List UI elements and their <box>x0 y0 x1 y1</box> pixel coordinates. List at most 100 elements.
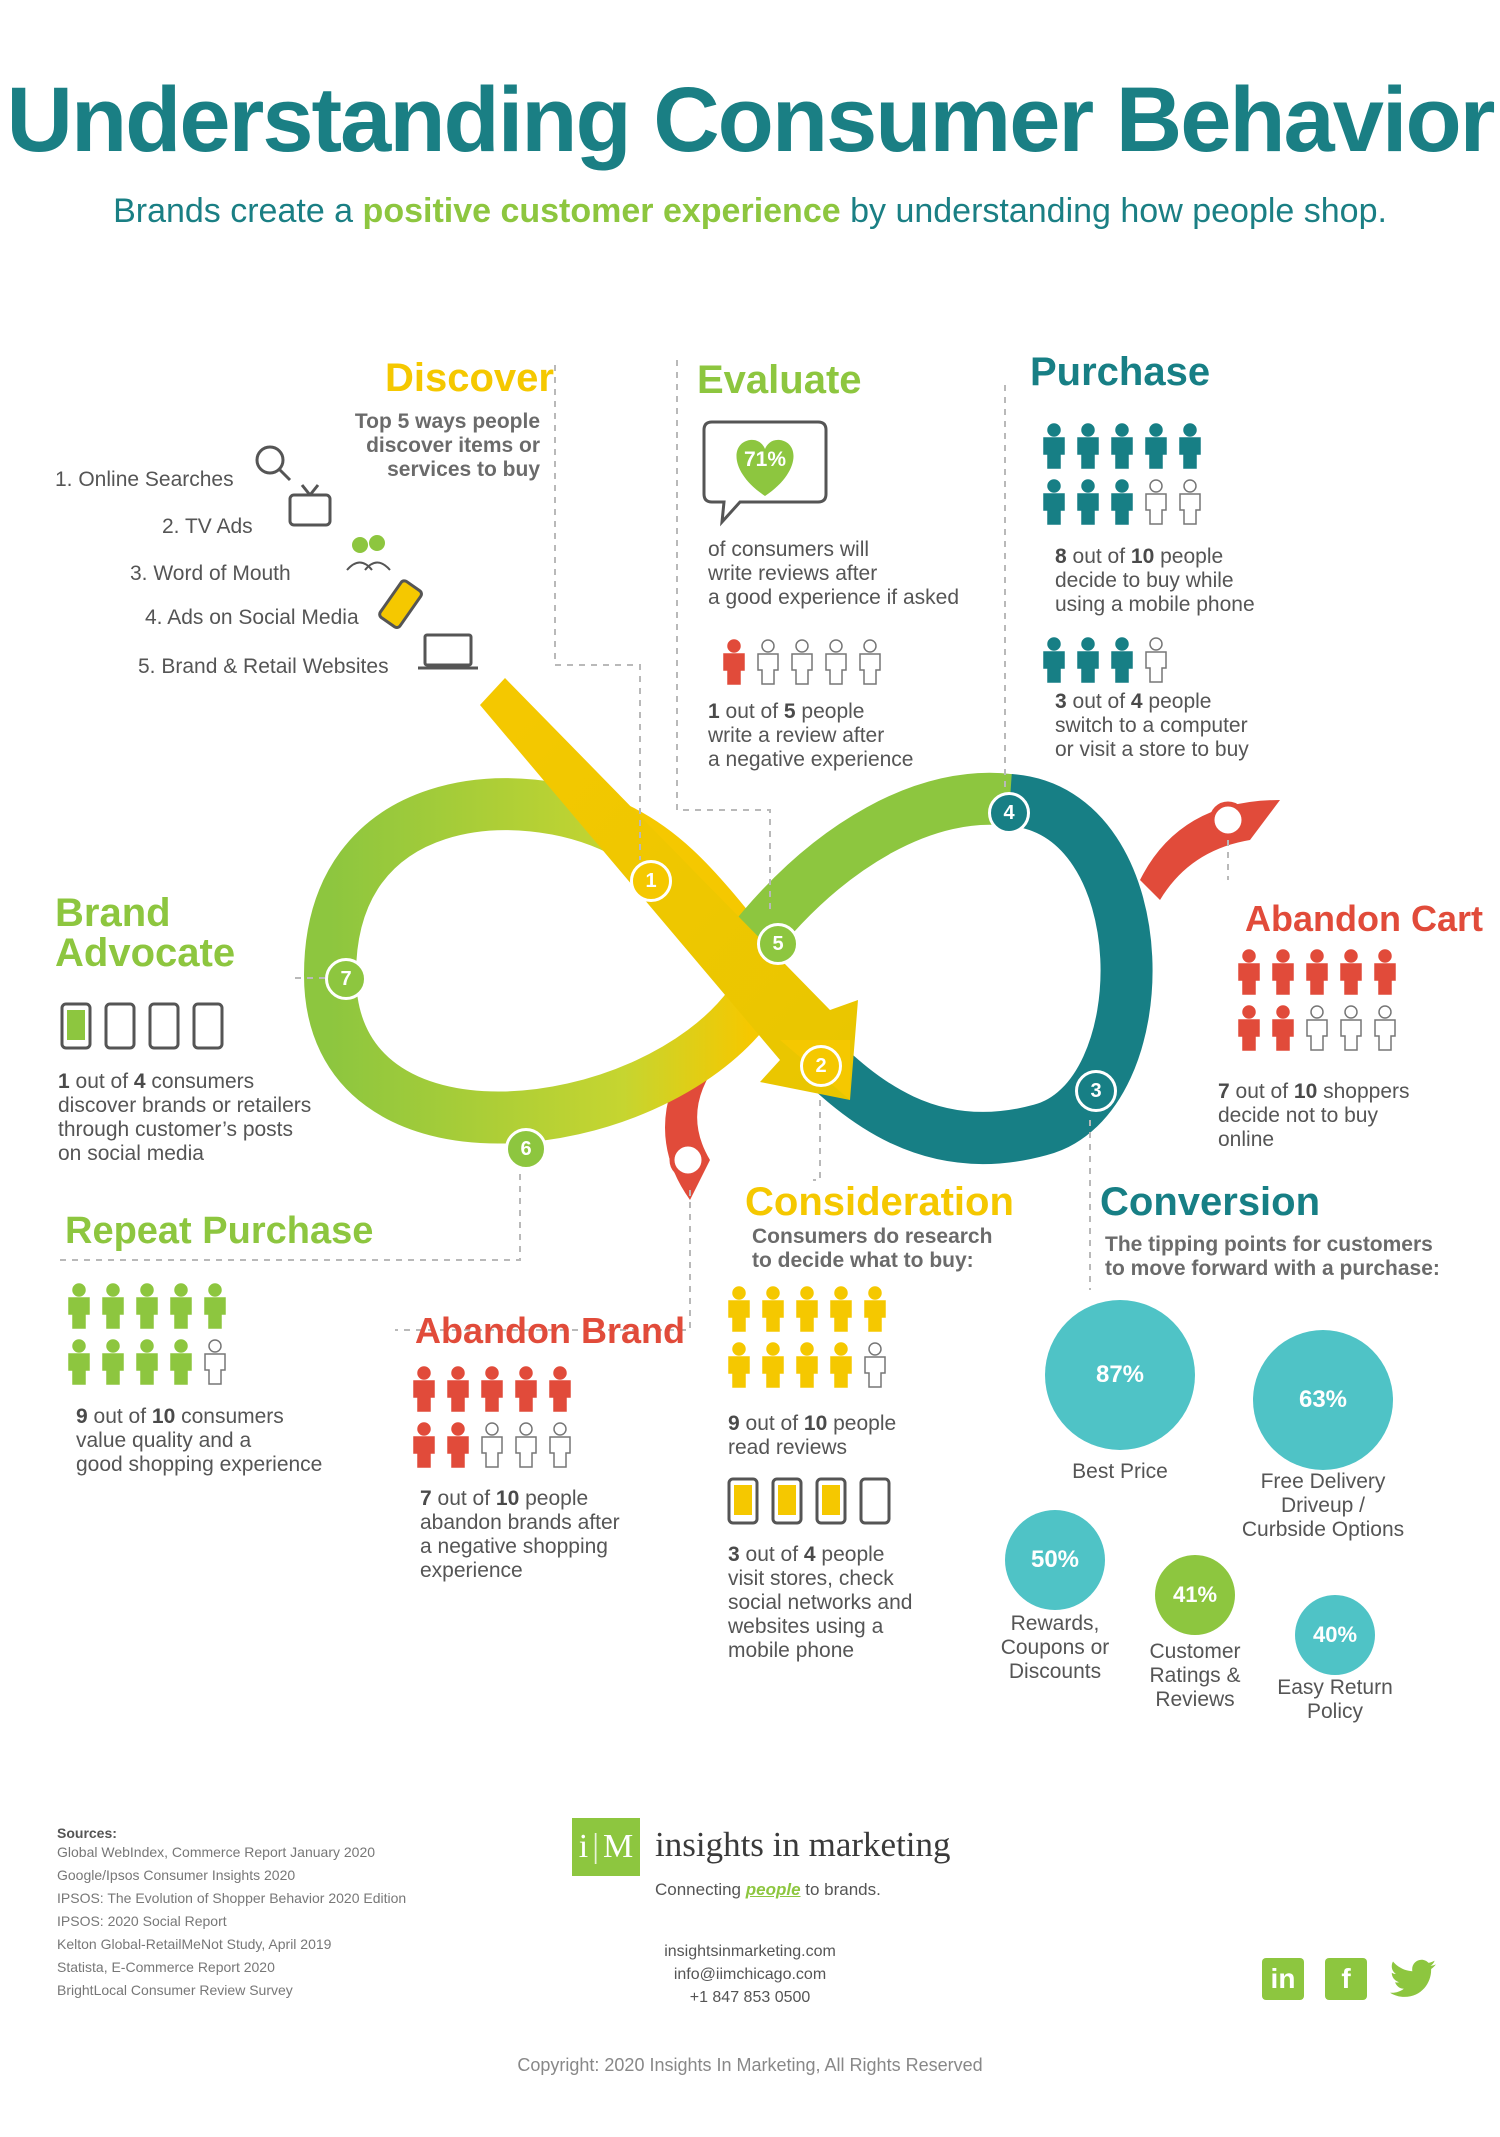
evaluate-stat2-line3: a negative experience <box>708 748 914 771</box>
purchase-heading: Purchase <box>1030 350 1211 394</box>
twitter-icon[interactable] <box>1388 1958 1438 2002</box>
loop-left <box>303 778 771 1144</box>
person-icon-filled <box>549 1366 571 1412</box>
free-delivery-line1: Free Delivery <box>1260 1470 1386 1493</box>
brand-advocate-end: consumers <box>145 1070 255 1093</box>
website-link[interactable]: insightsinmarketing.com <box>664 1943 836 1960</box>
brand-advocate-phones <box>60 1002 224 1050</box>
person-icon-outline <box>549 1422 571 1468</box>
person-icon-filled <box>447 1422 469 1468</box>
person-icon-filled <box>68 1339 90 1385</box>
subtitle-text-end: by understanding how people shop. <box>840 192 1387 230</box>
purchase-stat2-end: people <box>1142 690 1212 713</box>
evaluate-heading: Evaluate <box>697 358 862 402</box>
consideration-stat2-line5: mobile phone <box>728 1639 855 1662</box>
purchase-stat2-line3: or visit a store to buy <box>1055 738 1249 761</box>
consideration-stat2-total: 4 <box>803 1543 816 1566</box>
source-item: BrightLocal Consumer Review Survey <box>57 1982 293 1998</box>
consideration-stat2-line2: visit stores, check <box>728 1567 894 1590</box>
abandon-cart-people-grid <box>1238 949 1396 1051</box>
person-icon-filled <box>1272 949 1294 995</box>
consideration-subheading: Consumers do research to decide what to … <box>752 1225 992 1273</box>
evaluate-stat1-line2: write reviews after <box>708 562 878 585</box>
person-icon-filled <box>1374 949 1396 995</box>
ratings-line3: Reviews <box>1155 1688 1235 1711</box>
purchase-stat1-num: 8 <box>1055 545 1067 568</box>
purchase-stat1: 8 out of 10 people decide to buy while u… <box>1055 545 1255 617</box>
repeat-purchase-end: consumers <box>175 1405 284 1428</box>
person-icon-filled <box>481 1366 503 1412</box>
discover-item-3: 3. Word of Mouth <box>130 562 291 585</box>
brand-advocate-line2: discover brands or retailers <box>58 1094 312 1117</box>
phone-icon-filled <box>727 1477 759 1525</box>
company-tagline: Connecting people to brands. <box>655 1880 881 1900</box>
linkedin-icon[interactable]: in <box>1262 1958 1304 2000</box>
person-icon-filled <box>1077 479 1099 525</box>
consideration-stat2-end: people <box>815 1543 885 1566</box>
heart-icon <box>736 439 794 496</box>
person-icon-outline <box>1179 479 1201 525</box>
source-item: Global WebIndex, Commerce Report January… <box>57 1844 376 1860</box>
consideration-stat2-num: 3 <box>728 1543 740 1566</box>
abandon-cart-line2: decide not to buy <box>1218 1104 1378 1127</box>
repeat-purchase-mid: out of <box>87 1405 152 1428</box>
purchase-stat2-mid: out of <box>1066 690 1131 713</box>
consideration-stat1-total: 10 <box>803 1412 828 1435</box>
person-icon-filled <box>1306 949 1328 995</box>
page-subtitle: Brands create a positive customer experi… <box>0 192 1500 231</box>
conversion-circle-rewards: 50% <box>1005 1510 1105 1610</box>
free-delivery-line2: Driveup / <box>1280 1494 1366 1517</box>
person-icon-outline <box>1145 637 1167 683</box>
person-icon-filled <box>796 1286 818 1332</box>
tagline-highlight: people <box>745 1880 801 1899</box>
purchase-stat2-line2: switch to a computer <box>1055 714 1248 737</box>
person-icon-filled <box>102 1283 124 1329</box>
page-title: Understanding Consumer Behavior <box>6 69 1496 171</box>
person-icon-filled <box>1043 637 1065 683</box>
purchase-stat2: 3 out of 4 people switch to a computer o… <box>1055 690 1249 762</box>
conversion-circle-free-delivery: 63% <box>1253 1330 1393 1470</box>
person-icon-filled <box>1077 423 1099 469</box>
evaluate-stat2-num: 1 <box>708 700 720 723</box>
conversion-subheading: The tipping points for customers to move… <box>1105 1233 1440 1281</box>
person-icon-outline <box>757 639 779 685</box>
loop-right-teal <box>791 774 1153 1165</box>
facebook-icon[interactable]: f <box>1325 1958 1367 2000</box>
abandon-brand-line2: abandon brands after <box>420 1511 620 1534</box>
abandon-brand-total: 10 <box>495 1487 520 1510</box>
consideration-sub-line2: to decide what to buy: <box>752 1249 974 1272</box>
conversion-label-best-price: Best Price <box>1072 1460 1168 1483</box>
consideration-stat2: 3 out of 4 people visit stores, check so… <box>728 1543 912 1663</box>
person-icon-filled <box>728 1286 750 1332</box>
rewards-line1: Rewards, <box>1010 1612 1100 1635</box>
logo-i: i <box>578 1828 589 1865</box>
phone-icon-filled <box>60 1002 92 1050</box>
person-icon-filled <box>723 639 745 685</box>
email-link[interactable]: info@iimchicago.com <box>673 1966 827 1983</box>
person-icon-filled <box>413 1366 435 1412</box>
brand-advocate-mid: out of <box>69 1070 134 1093</box>
conversion-sub-line2: to move forward with a purchase: <box>1105 1257 1440 1280</box>
loop-right-green <box>724 772 1014 966</box>
consideration-stat1-end: people <box>827 1412 897 1435</box>
person-icon-filled <box>830 1286 852 1332</box>
consideration-stat1-num: 9 <box>728 1412 740 1435</box>
conversion-label-returns: Easy Return Policy <box>1260 1676 1410 1724</box>
person-icon-filled <box>1111 637 1133 683</box>
abandon-brand-stat: 7 out of 10 people abandon brands after … <box>420 1487 620 1583</box>
person-icon-filled <box>762 1286 784 1332</box>
person-icon-filled <box>515 1366 537 1412</box>
people-talk-icon <box>346 535 391 571</box>
person-icon-outline <box>1306 1005 1328 1051</box>
discover-sub-line2: discover items or <box>366 434 540 457</box>
consideration-stat1-line2: read reviews <box>728 1436 848 1459</box>
heart-value: 71% <box>743 448 787 471</box>
conversion-circle-ratings: 41% <box>1155 1555 1235 1635</box>
phone-icon-outline <box>192 1002 224 1050</box>
evaluate-stat2-line2: write a review after <box>708 724 885 747</box>
consideration-stat1: 9 out of 10 people read reviews <box>728 1412 896 1460</box>
company-logo: i|M <box>572 1818 640 1876</box>
step-1-marker: 1 <box>630 860 672 902</box>
person-icon-filled <box>762 1342 784 1388</box>
discover-sub-line3: services to buy <box>387 458 540 481</box>
